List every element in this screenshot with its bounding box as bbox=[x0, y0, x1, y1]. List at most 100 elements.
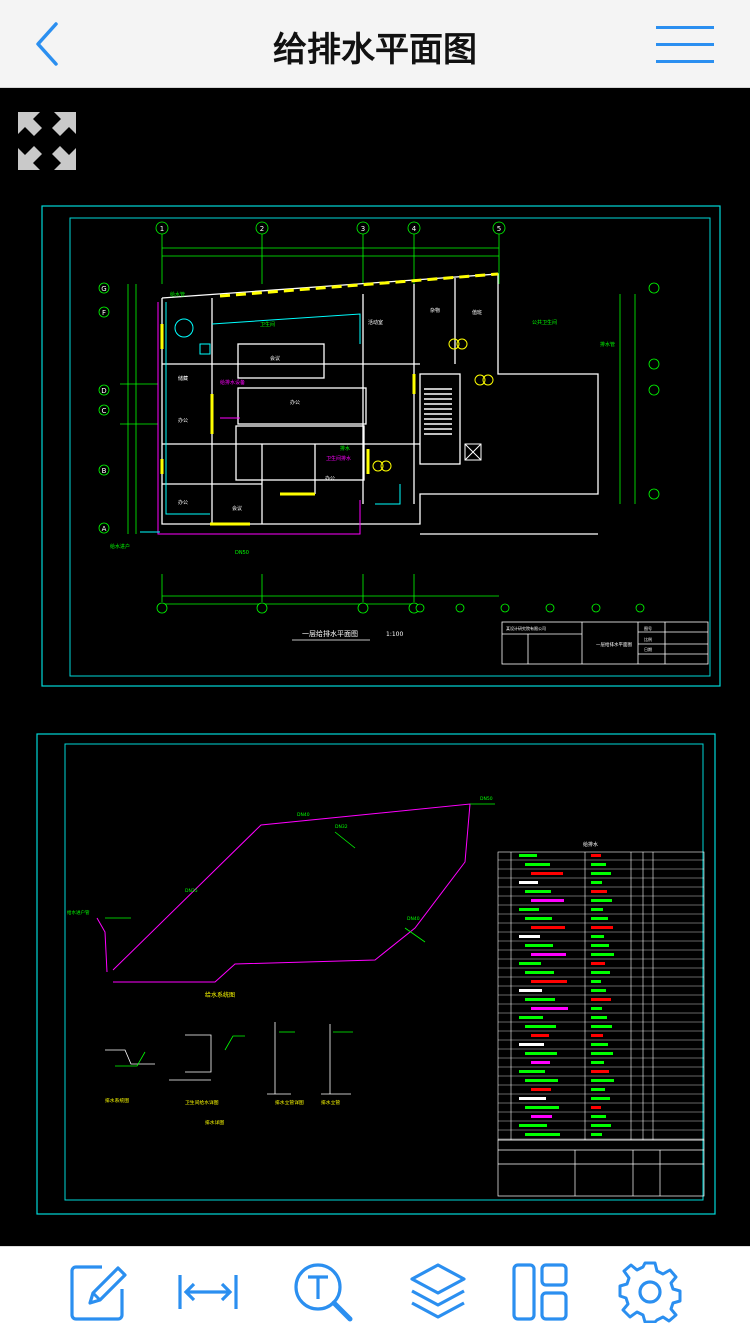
sheet1-title: 一层给排水平面图 bbox=[302, 629, 358, 638]
table-cell-mark bbox=[519, 854, 537, 857]
svg-text:排水管: 排水管 bbox=[600, 341, 615, 348]
diagram-caption-water-supply: 给水系统图 bbox=[205, 991, 235, 999]
svg-text:DN40: DN40 bbox=[407, 916, 420, 922]
svg-text:办公: 办公 bbox=[290, 399, 300, 406]
measure-icon[interactable] bbox=[176, 1261, 240, 1323]
text-search-icon[interactable] bbox=[292, 1261, 356, 1323]
edit-icon[interactable] bbox=[66, 1261, 130, 1323]
table-cell-mark bbox=[525, 1052, 557, 1055]
table-cell-mark bbox=[591, 1124, 611, 1127]
table-cell-mark bbox=[531, 926, 565, 929]
table-cell-mark bbox=[531, 872, 563, 875]
layout-icon[interactable] bbox=[508, 1261, 572, 1323]
table-cell-mark bbox=[591, 1088, 605, 1091]
table-cell-mark bbox=[525, 971, 554, 974]
svg-text:办公: 办公 bbox=[325, 475, 335, 482]
axis-label: G bbox=[101, 285, 106, 293]
layers-icon[interactable] bbox=[406, 1261, 470, 1323]
table-cell-mark bbox=[591, 854, 601, 857]
table-cell-mark bbox=[519, 1043, 544, 1046]
table-cell-mark bbox=[591, 881, 602, 884]
axis-label: C bbox=[102, 407, 107, 415]
diagram-caption-drainage: 排水系统图 bbox=[105, 1097, 129, 1104]
back-button[interactable] bbox=[26, 20, 74, 68]
axis-label: 2 bbox=[260, 225, 264, 233]
axis-label: A bbox=[102, 525, 107, 533]
axis-label: 1 bbox=[160, 225, 164, 233]
table-cell-mark bbox=[531, 1034, 549, 1037]
table-cell-mark bbox=[591, 872, 611, 875]
svg-text:DN50: DN50 bbox=[235, 550, 249, 556]
svg-text:给水进户管: 给水进户管 bbox=[67, 909, 90, 916]
table-cell-mark bbox=[591, 908, 603, 911]
table-cell-mark bbox=[531, 1115, 552, 1118]
table-cell-mark bbox=[519, 1016, 543, 1019]
table-cell-mark bbox=[519, 881, 538, 884]
table-cell-mark bbox=[525, 944, 553, 947]
drawing-canvas[interactable]: 1 2 3 4 5 G F D C B A bbox=[0, 88, 750, 1246]
table-cell-mark bbox=[591, 1097, 610, 1100]
fullscreen-expand-icon[interactable] bbox=[14, 108, 80, 174]
axis-label: 5 bbox=[497, 225, 501, 233]
table-cell-mark bbox=[591, 1079, 614, 1082]
axis-label: F bbox=[102, 309, 106, 317]
table-cell-mark bbox=[531, 953, 566, 956]
table-cell-mark bbox=[531, 1088, 551, 1091]
table-cell-mark bbox=[591, 980, 601, 983]
svg-text:卫生间: 卫生间 bbox=[260, 321, 275, 328]
table-cell-mark bbox=[525, 1133, 560, 1136]
table-cell-mark bbox=[531, 1061, 550, 1064]
svg-text:活动室: 活动室 bbox=[368, 319, 383, 326]
axis-label: 4 bbox=[412, 225, 417, 233]
table-cell-mark bbox=[525, 1106, 559, 1109]
svg-text:某设计研究院有限公司: 某设计研究院有限公司 bbox=[506, 625, 546, 631]
svg-text:卫生间给水详图: 卫生间给水详图 bbox=[185, 1099, 219, 1106]
svg-text:值班: 值班 bbox=[472, 309, 482, 316]
menu-icon bbox=[656, 26, 714, 29]
table-cell-mark bbox=[531, 899, 564, 902]
table-cell-mark bbox=[591, 998, 611, 1001]
table-cell-mark bbox=[591, 1070, 609, 1073]
svg-text:卫生间排水: 卫生间排水 bbox=[326, 455, 351, 462]
menu-button[interactable] bbox=[656, 26, 714, 64]
table-cell-mark bbox=[591, 917, 608, 920]
settings-icon[interactable] bbox=[618, 1261, 682, 1323]
table-cell-mark bbox=[591, 989, 606, 992]
svg-text:办公: 办公 bbox=[178, 499, 188, 506]
svg-text:给水管: 给水管 bbox=[170, 291, 185, 298]
materials-table-title: 给排水 bbox=[583, 841, 598, 848]
table-cell-mark bbox=[525, 998, 555, 1001]
table-cell-mark bbox=[591, 1034, 603, 1037]
table-cell-mark bbox=[591, 962, 605, 965]
title-block-drawing-name: 一层给排水平面图 bbox=[596, 641, 632, 648]
svg-text:DN32: DN32 bbox=[335, 824, 348, 830]
table-cell-mark bbox=[519, 989, 542, 992]
svg-text:DN25: DN25 bbox=[185, 888, 198, 894]
table-cell-mark bbox=[591, 1052, 613, 1055]
svg-text:比例: 比例 bbox=[644, 636, 652, 642]
table-cell-mark bbox=[591, 1043, 608, 1046]
axis-label: B bbox=[102, 467, 107, 475]
table-cell-mark bbox=[525, 890, 551, 893]
table-cell-mark bbox=[591, 899, 612, 902]
sheet1-scale: 1:100 bbox=[386, 631, 403, 638]
svg-text:办公: 办公 bbox=[178, 417, 188, 424]
table-cell-mark bbox=[519, 1097, 546, 1100]
svg-text:杂物: 杂物 bbox=[430, 307, 440, 314]
svg-text:储藏: 储藏 bbox=[178, 375, 188, 382]
svg-text:排水详图: 排水详图 bbox=[205, 1119, 224, 1126]
svg-text:排水立管详图: 排水立管详图 bbox=[275, 1099, 304, 1106]
svg-text:排水: 排水 bbox=[340, 445, 350, 452]
floor-plan-sheet[interactable]: 1 2 3 4 5 G F D C B A bbox=[40, 204, 722, 688]
table-cell-mark bbox=[519, 1070, 545, 1073]
svg-text:给水进户: 给水进户 bbox=[110, 543, 130, 550]
table-cell-mark bbox=[591, 935, 604, 938]
system-diagram-sheet[interactable]: DN50 给水进户管 DN32 DN40 DN25 DN40 给水系统图 排水系… bbox=[35, 732, 717, 1216]
table-cell-mark bbox=[591, 1025, 612, 1028]
table-cell-mark bbox=[591, 1106, 601, 1109]
table-cell-mark bbox=[525, 1025, 556, 1028]
svg-text:DN40: DN40 bbox=[297, 812, 310, 818]
svg-text:会议: 会议 bbox=[232, 505, 242, 512]
table-cell-mark bbox=[591, 1007, 602, 1010]
table-cell-mark bbox=[531, 1007, 568, 1010]
